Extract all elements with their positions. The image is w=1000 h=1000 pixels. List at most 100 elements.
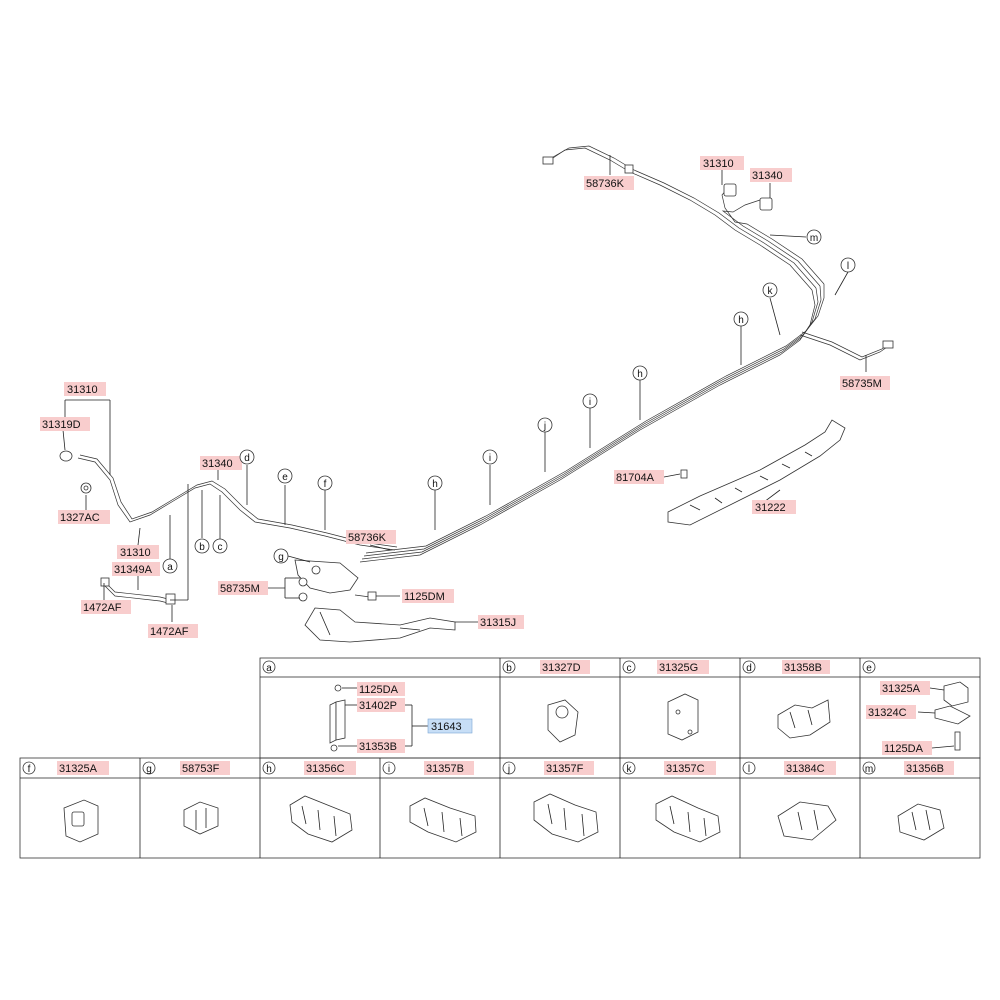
detail-cell-j: j 31357F xyxy=(502,761,599,843)
callout-1125DA-a[interactable]: 1125DA xyxy=(357,682,405,696)
svg-text:31356C: 31356C xyxy=(306,763,345,775)
callout-31356B[interactable]: 31356B xyxy=(904,761,954,775)
svg-text:i: i xyxy=(489,453,491,464)
callout-31310-left-top[interactable]: 31310 xyxy=(64,382,106,396)
clip-marker-i-left[interactable]: i xyxy=(482,449,498,465)
clip-bracket-g xyxy=(294,559,377,602)
clip-marker-h-left[interactable]: h xyxy=(427,475,443,491)
callout-1125DM[interactable]: 1125DM xyxy=(402,589,454,603)
svg-text:j: j xyxy=(543,421,546,432)
callout-31315J[interactable]: 31315J xyxy=(478,615,524,629)
callout-31319D[interactable]: 31319D xyxy=(40,417,90,431)
svg-text:31402P: 31402P xyxy=(359,700,397,712)
svg-text:j: j xyxy=(507,764,510,775)
detail-cell-b: b 31327D xyxy=(502,660,590,743)
fuel-line-assembly xyxy=(77,145,894,563)
svg-text:1472AF: 1472AF xyxy=(83,602,122,614)
clip-marker-h-mid[interactable]: h xyxy=(632,365,648,381)
callout-31384C[interactable]: 31384C xyxy=(784,761,836,775)
clip-marker-c[interactable]: c xyxy=(212,538,228,554)
callout-31353B[interactable]: 31353B xyxy=(357,739,405,753)
callout-31310-left-low[interactable]: 31310 xyxy=(117,545,159,559)
clip-marker-a[interactable]: a xyxy=(162,558,178,574)
svg-text:31310: 31310 xyxy=(67,384,98,396)
svg-text:31315J: 31315J xyxy=(480,617,516,629)
clip-marker-l[interactable]: l xyxy=(840,257,856,273)
svg-text:1125DA: 1125DA xyxy=(359,684,399,696)
callout-1125DA-e[interactable]: 1125DA xyxy=(882,741,932,755)
callout-1472AF-a[interactable]: 1472AF xyxy=(81,600,131,614)
callout-58736K-top[interactable]: 58736K xyxy=(584,176,634,190)
detail-cell-c: c 31325G xyxy=(622,660,709,741)
svg-text:31310: 31310 xyxy=(120,547,151,559)
callout-31402P[interactable]: 31402P xyxy=(357,698,405,712)
svg-text:b: b xyxy=(506,663,512,674)
clip-marker-h-right[interactable]: h xyxy=(733,311,749,327)
callout-31327D[interactable]: 31327D xyxy=(540,660,590,674)
clip-marker-m[interactable]: m xyxy=(806,229,822,245)
callout-31340-right[interactable]: 31340 xyxy=(750,168,792,182)
svg-text:58753F: 58753F xyxy=(182,763,220,775)
callout-labels: 31310 31319D 1327AC 31310 31349A 1472AF … xyxy=(40,156,890,638)
clip-marker-f[interactable]: f xyxy=(317,475,333,491)
callout-31643-assembly[interactable]: 31643 xyxy=(427,718,473,734)
svg-text:h: h xyxy=(266,764,272,775)
svg-text:1472AF: 1472AF xyxy=(150,626,189,638)
detail-cell-l: l 31384C xyxy=(742,761,837,841)
svg-text:31356B: 31356B xyxy=(906,763,944,775)
svg-text:1327AC: 1327AC xyxy=(60,512,100,524)
callout-31324C[interactable]: 31324C xyxy=(866,705,916,719)
svg-text:g: g xyxy=(278,552,284,563)
callout-31325A-e[interactable]: 31325A xyxy=(880,681,930,695)
callout-31325A-f[interactable]: 31325A xyxy=(57,761,109,775)
svg-text:d: d xyxy=(746,663,752,674)
clip-marker-b[interactable]: b xyxy=(194,538,210,554)
svg-text:31384C: 31384C xyxy=(786,763,825,775)
callout-31357C[interactable]: 31357C xyxy=(664,761,716,775)
callout-31356C[interactable]: 31356C xyxy=(304,761,356,775)
clip-marker-g[interactable]: g xyxy=(273,548,289,564)
svg-text:i: i xyxy=(589,397,591,408)
svg-text:l: l xyxy=(748,764,750,775)
callout-58735M-right[interactable]: 58735M xyxy=(840,376,890,390)
svg-text:h: h xyxy=(637,369,643,380)
callout-58736K-mid[interactable]: 58736K xyxy=(346,530,396,544)
clip-marker-e[interactable]: e xyxy=(277,468,293,484)
svg-text:f: f xyxy=(28,764,31,775)
svg-text:31643: 31643 xyxy=(431,721,462,733)
clip-marker-d[interactable]: d xyxy=(239,449,255,465)
svg-text:31222: 31222 xyxy=(755,502,786,514)
clip-marker-j[interactable]: j xyxy=(537,417,553,433)
svg-text:k: k xyxy=(768,286,774,297)
callout-31358B[interactable]: 31358B xyxy=(782,660,830,674)
callout-1327AC[interactable]: 1327AC xyxy=(58,510,110,524)
clip-marker-k[interactable]: k xyxy=(762,282,778,298)
callout-31357F[interactable]: 31357F xyxy=(544,761,594,775)
detail-cell-e: e 31325A 31324C 1125DA xyxy=(862,660,971,755)
callout-31222[interactable]: 31222 xyxy=(752,500,796,514)
heat-shield-31222 xyxy=(667,419,846,526)
callout-31310-right[interactable]: 31310 xyxy=(700,156,744,170)
callout-81704A[interactable]: 81704A xyxy=(614,470,664,484)
callout-58735M-left[interactable]: 58735M xyxy=(218,581,268,595)
callout-31349A[interactable]: 31349A xyxy=(112,562,160,576)
svg-text:m: m xyxy=(810,233,818,244)
svg-text:1125DA: 1125DA xyxy=(884,743,924,755)
svg-text:31349A: 31349A xyxy=(114,564,153,576)
clip-marker-i-right[interactable]: i xyxy=(582,393,598,409)
callout-31340-left[interactable]: 31340 xyxy=(200,456,242,470)
detail-cell-k: k 31357C xyxy=(622,761,721,843)
svg-text:i: i xyxy=(388,764,390,775)
callout-31357B[interactable]: 31357B xyxy=(424,761,474,775)
callout-1472AF-b[interactable]: 1472AF xyxy=(148,624,198,638)
detail-cell-a: a 1125DA 31402P 31353B 31643 xyxy=(262,660,473,753)
svg-text:k: k xyxy=(627,764,633,775)
svg-text:h: h xyxy=(738,315,744,326)
callout-58753F[interactable]: 58753F xyxy=(180,761,230,775)
svg-text:31353B: 31353B xyxy=(359,741,397,753)
callout-31325G[interactable]: 31325G xyxy=(657,660,709,674)
svg-text:c: c xyxy=(218,542,223,553)
svg-text:58735M: 58735M xyxy=(220,583,260,595)
svg-text:e: e xyxy=(282,472,288,483)
